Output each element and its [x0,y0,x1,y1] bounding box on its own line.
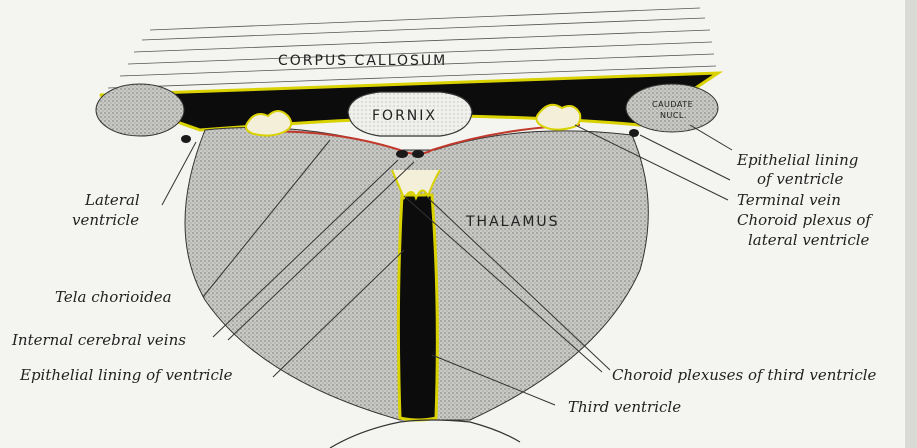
caudate-nucleus-left [96,84,184,136]
choroid-plexus-lateral-right [536,105,580,130]
third-ventricle-cavity [398,195,437,420]
lower-outline-fragment [330,420,520,448]
caudate-label-line2: NUCL. [660,111,687,120]
terminal-vein-left [181,135,191,143]
tela-chorioidea-label: Tela chorioidea [55,288,172,306]
internal-cerebral-vein-right [412,150,424,158]
internal-cerebral-vein-left [396,150,408,158]
corpus-callosum-label: CORPUS CALLOSUM [278,53,447,69]
terminal-vein-right [629,129,639,137]
epithelial-lining-bottom-label: Epithelial lining of ventricle [19,366,233,384]
caudate-label-line1: CAUDATE [652,100,693,109]
third-ventricle-label: Third ventricle [568,398,681,416]
lateral-ventricle-label-2: ventricle [72,211,139,229]
page-edge [905,0,917,448]
choroid-plexus-lateral-label-1: Choroid plexus of [737,211,873,229]
thalamus-label: THALAMUS [465,214,560,230]
internal-cerebral-veins-label: Internal cerebral veins [11,331,186,349]
terminal-vein-label: Terminal vein [737,191,841,209]
choroid-plexuses-third-label: Choroid plexuses of third ventricle [612,366,877,384]
lateral-ventricle-label-1: Lateral [84,191,140,209]
epithelial-lining-right-label-2: of ventricle [757,170,844,188]
choroid-plexus-lateral-label-2: lateral ventricle [748,231,870,249]
fornix-label: FORNIX [372,108,437,124]
epithelial-lining-right-label-1: Epithelial lining [736,151,858,169]
